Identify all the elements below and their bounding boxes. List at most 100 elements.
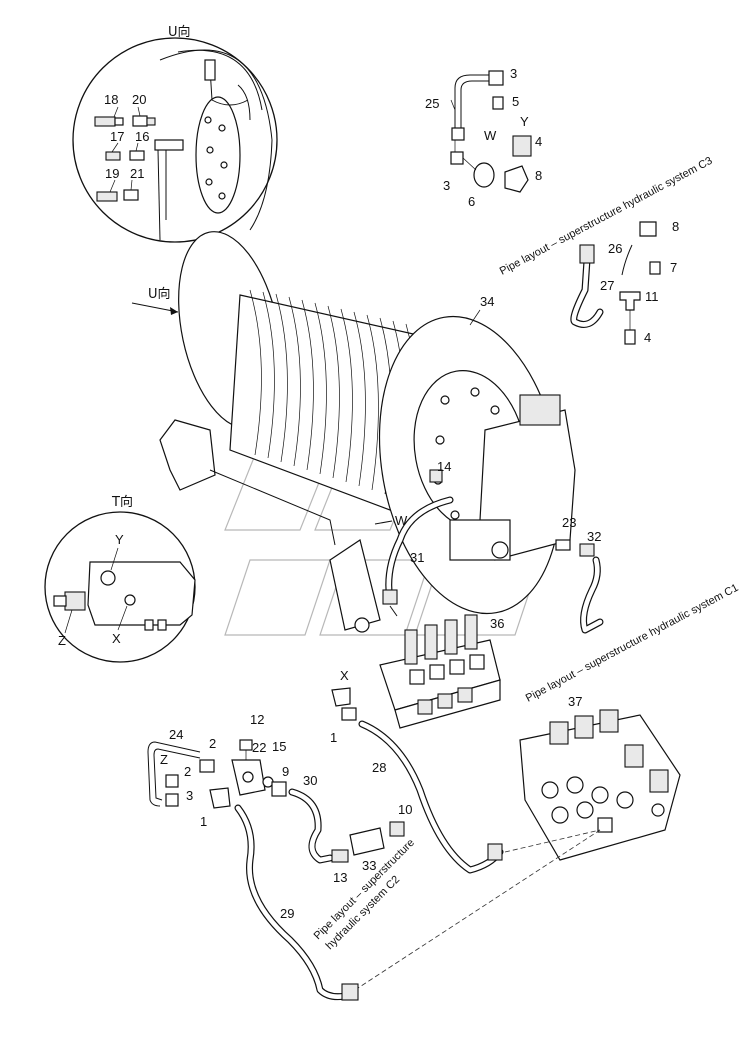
fitting-2-upper <box>199 759 215 773</box>
fitting-20 <box>132 115 156 127</box>
u-arrow-head <box>170 307 178 315</box>
callout-27: 27 <box>600 278 614 293</box>
callout-1-mid: 1 <box>330 730 337 745</box>
fitting-16 <box>129 150 145 161</box>
callout-3-lower: 3 <box>443 178 450 193</box>
callout-15: 15 <box>272 739 286 754</box>
callout-12: 12 <box>250 712 264 727</box>
callout-6: 6 <box>468 194 475 209</box>
fitting-2-lower <box>165 774 179 788</box>
fitting-8-right <box>639 221 657 237</box>
winch-base-right <box>329 539 381 631</box>
u-direction-arrow <box>131 302 179 313</box>
winch-assembly <box>159 231 576 633</box>
callout-33: 33 <box>362 858 376 873</box>
port-y-top: Y <box>520 114 529 129</box>
callout-16: 16 <box>135 129 149 144</box>
t-valve-body <box>87 561 196 626</box>
port-w-top: W <box>484 128 497 143</box>
port-x-mid: X <box>340 668 349 683</box>
mount-hole <box>354 617 370 633</box>
callout-4-right: 4 <box>644 330 651 345</box>
callout-19: 19 <box>105 166 119 181</box>
right-fitting-group <box>570 221 661 345</box>
fitting-6 <box>473 162 495 188</box>
valve-bank-37 <box>519 709 681 861</box>
fitting-5 <box>492 96 504 110</box>
callout-9: 9 <box>282 764 289 779</box>
u-view-detail <box>72 37 278 243</box>
callout-13: 13 <box>333 870 347 885</box>
callout-36: 36 <box>490 616 504 631</box>
callout-34: 34 <box>480 294 494 309</box>
callout-22: 22 <box>252 740 266 755</box>
fitting-31-end <box>382 589 398 605</box>
note-c1: Pipe layout – superstructure hydraulic s… <box>524 582 741 705</box>
port-y-hole <box>100 570 116 586</box>
fitting-14 <box>429 469 443 483</box>
fitting-33 <box>349 827 385 856</box>
fitting-1-mid <box>341 707 357 721</box>
lower-left-group <box>147 739 287 809</box>
fitting-7 <box>649 261 661 275</box>
fitting-8-top <box>504 165 529 193</box>
callout-1-lower: 1 <box>200 814 207 829</box>
callout-23: 23 <box>562 515 576 530</box>
callout-26: 26 <box>608 241 622 256</box>
t-view-title: T向 <box>111 494 133 510</box>
winch-base-left <box>159 419 216 491</box>
port-w-mid: W <box>395 513 408 528</box>
t-view-detail <box>44 511 196 663</box>
callout-31: 31 <box>410 550 424 565</box>
callout-14: 14 <box>437 459 451 474</box>
pipe-29 <box>234 804 354 1001</box>
callout-4-top: 4 <box>535 134 542 149</box>
link-29-37 <box>354 829 601 991</box>
motor-flange <box>195 96 241 214</box>
port-x-hole <box>124 594 136 606</box>
top-fitting-group <box>450 70 532 193</box>
fitting-32 <box>579 543 595 557</box>
callout-37: 37 <box>568 694 582 709</box>
fitting-3-lower-left <box>165 793 179 807</box>
fitting-17 <box>105 151 121 161</box>
x-fitting <box>331 687 351 707</box>
x-fitting-group <box>331 687 357 721</box>
callout-17: 17 <box>110 129 124 144</box>
callout-2-upper: 2 <box>209 736 216 751</box>
callout-10: 10 <box>398 802 412 817</box>
lower-fittings <box>331 821 405 863</box>
plug-12 <box>239 739 253 751</box>
w-arrow <box>374 520 393 525</box>
fitting-18 <box>94 116 124 127</box>
port-z-t: Z <box>58 633 66 648</box>
callout-5: 5 <box>512 94 519 109</box>
fitting-13 <box>331 849 349 863</box>
callout-20: 20 <box>132 92 146 107</box>
fitting-19 <box>96 191 118 202</box>
fitting-3-lower <box>450 151 464 165</box>
callout-28: 28 <box>372 760 386 775</box>
hose-end-27 <box>579 244 595 264</box>
u-view-title: U向 <box>168 24 191 40</box>
fitting-11 <box>619 291 641 311</box>
callout-8-top: 8 <box>535 168 542 183</box>
fitting-group-23-32 <box>555 539 604 634</box>
valve-bank-36 <box>379 614 501 729</box>
callout-32: 32 <box>587 529 601 544</box>
callout-30: 30 <box>303 773 317 788</box>
callout-18: 18 <box>104 92 118 107</box>
fitting-9 <box>271 781 287 797</box>
motor-top-block <box>519 394 561 426</box>
callout-7: 7 <box>670 260 677 275</box>
port-z-left: Z <box>160 752 168 767</box>
port-x-t: X <box>112 631 121 646</box>
u-arrow-label: U向 <box>148 286 171 302</box>
fitting-23 <box>555 539 571 551</box>
fitting-4-right <box>624 329 636 345</box>
fitting-4-top <box>512 135 532 157</box>
fitting-1-lower <box>209 787 231 809</box>
callout-21: 21 <box>130 166 144 181</box>
link-28-37 <box>504 829 601 853</box>
